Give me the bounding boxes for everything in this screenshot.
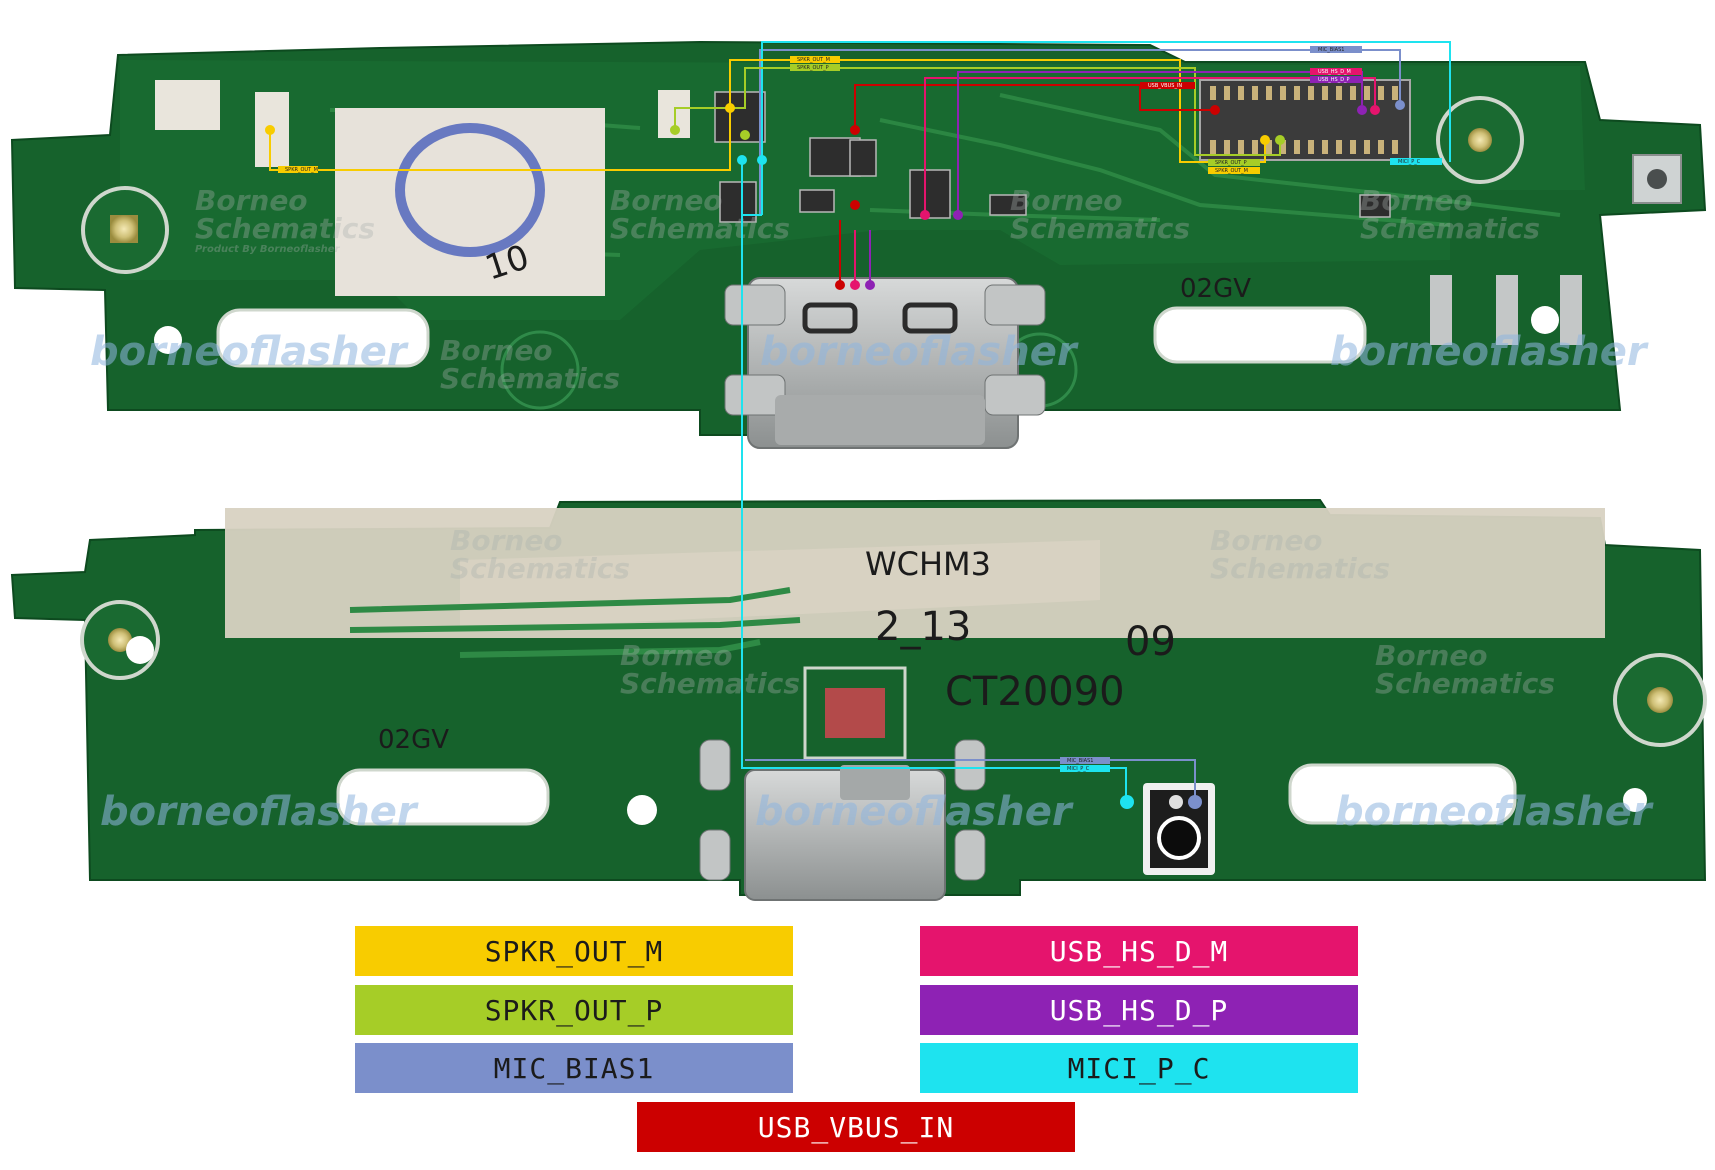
watermark-brand: Schematics [440,362,620,395]
silk-ct20090: CT20090 [945,669,1125,715]
tag-micp-conn: MICI_P_C [1398,159,1421,165]
watermark-brand: Borneo [195,184,308,217]
watermarks: Borneo Schematics Product By Borneoflash… [195,184,1555,700]
watermark-brand: Schematics [1210,552,1390,585]
bottom-microphone [1143,783,1215,875]
watermark-byline: Product By Borneoflasher [195,244,341,255]
watermark-logo: borneoflasher [1330,329,1649,375]
legend-usb-vbus-in: USB_VBUS_IN [637,1102,1075,1152]
silk-213: 2_13 [875,604,971,650]
tag-usb-p: USB_HS_D_P [1318,77,1350,83]
tag-vbus: USB_VBUS_IN [1148,83,1182,89]
silk-09: 09 [1125,619,1176,665]
tag-spkr-p-conn: SPKR_OUT_P [1215,160,1247,166]
watermark-brand: Schematics [195,212,375,245]
bottom-board-marking: 02GV [378,725,449,755]
top-sticker [335,108,605,296]
watermark-brand: Borneo [440,334,553,367]
watermark-brand: Schematics [620,667,800,700]
bottom-slot-right [1288,763,1517,825]
watermark-brand: Borneo [620,639,733,672]
watermark-brand: Borneo [610,184,723,217]
watermark-brand: Borneo [1210,524,1323,557]
legend-spkr-out-m: SPKR_OUT_M [355,926,793,976]
tag-micp-bottom: MICI_P_C [1067,766,1090,772]
watermark-brand: Borneo [450,524,563,557]
bottom-usb-port [699,739,986,901]
tag-spkr-p-top: SPKR_OUT_P [797,65,829,71]
legend-usb-hs-d-p: USB_HS_D_P [920,985,1358,1035]
watermark-brand: Schematics [1360,212,1540,245]
trace-usb-hs-d-m [854,77,1376,285]
trace-usb-hs-d-p [869,71,1363,285]
tag-spkr-m-top: SPKR_OUT_M [797,57,830,63]
watermark-brand: Schematics [1375,667,1555,700]
tag-spkr-m-left: SPKR_OUT_M [285,167,318,173]
tag-mic-bias-bottom: MIC_BIAS1 [1067,758,1093,764]
top-slot-right [1153,306,1367,364]
watermark-logo: borneoflasher [760,329,1079,375]
watermark-logo: borneoflasher [90,329,409,375]
bottom-slot-left [336,768,550,826]
top-slot-left [216,308,430,368]
trace-mici-p-c [741,41,1451,800]
legend-mici-p-c: MICI_P_C [920,1043,1358,1093]
top-board-marking: 02GV [1180,274,1251,304]
trace-spkr-out-p [674,67,1281,156]
net-tags: SPKR_OUT_M SPKR_OUT_M SPKR_OUT_P MIC_BIA… [278,46,1442,772]
legend-mic-bias1: MIC_BIAS1 [355,1043,793,1093]
watermark-brand: Schematics [1010,212,1190,245]
watermark-brand: Schematics [450,552,630,585]
watermark-logo: borneoflasher [100,789,419,835]
watermark-logo: borneoflasher [755,789,1074,835]
tag-spkr-m-conn: SPKR_OUT_M [1215,168,1248,174]
bottom-board: 02GV WCHM3 2_13 09 CT20090 [10,498,1707,901]
tag-mic-bias-top: MIC_BIAS1 [1318,47,1344,53]
watermark-brand: Schematics [610,212,790,245]
silk-wchm3: WCHM3 [865,545,991,583]
test-points [265,100,1405,809]
tag-usb-m: USB_HS_D_M [1318,69,1351,75]
watermark-brand: Borneo [1010,184,1123,217]
watermark-brand: Borneo [1360,184,1473,217]
legend-spkr-out-p: SPKR_OUT_P [355,985,793,1035]
logo-watermarks: borneoflasher borneoflasher borneoflashe… [90,329,1654,835]
watermark-brand: Borneo [1375,639,1488,672]
legend-usb-hs-d-m: USB_HS_D_M [920,926,1358,976]
watermark-logo: borneoflasher [1335,789,1654,835]
top-usb-port [724,277,1046,449]
